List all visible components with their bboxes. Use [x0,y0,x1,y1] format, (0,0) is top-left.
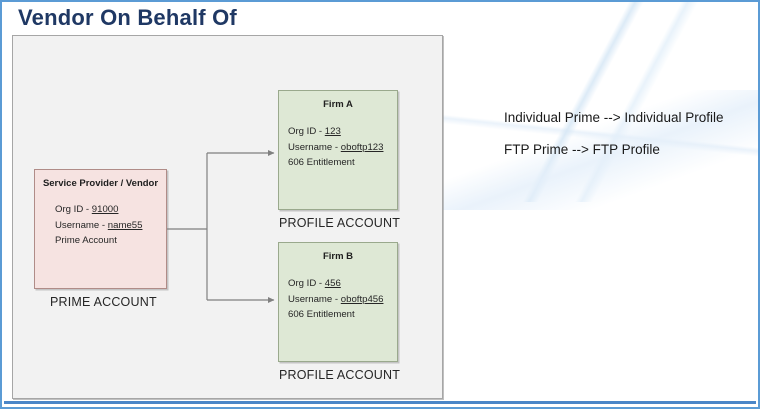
note-individual-mapping: Individual Prime --> Individual Profile [504,110,724,125]
prime-username-value: name55 [107,219,143,231]
background-watermark [428,2,758,202]
node-firm-a[interactable]: Firm A Org ID - 123 Username - oboftp123… [278,90,398,210]
prime-org-id-value: 91000 [91,204,119,215]
firm-b-entitlement-row: 606 Entitlement [288,309,355,320]
node-body-prime: Org ID - 91000 Username - name55 Prime A… [35,202,166,249]
node-body-firm-a: Org ID - 123 Username - oboftp123 606 En… [279,124,397,171]
node-service-provider-vendor[interactable]: Service Provider / Vendor Org ID - 91000… [34,169,167,289]
node-title-firm-b: Firm B [322,251,354,262]
firm-b-org-id-label: Org ID - [288,278,325,289]
firm-a-org-id-row: Org ID - 123 [288,124,397,140]
caption-profile-account-b: PROFILE ACCOUNT [279,368,401,382]
prime-org-id-label: Org ID - [55,204,92,215]
firm-a-username-row: Username - oboftp123 [288,140,397,156]
node-title-prime: Service Provider / Vendor [42,178,159,189]
prime-org-id-row: Org ID - 91000 [55,202,166,218]
firm-a-entitlement-row: 606 Entitlement [288,157,355,168]
prime-account-type-row: Prime Account [55,235,117,246]
node-title-firm-a: Firm A [323,99,353,110]
firm-a-username-label: Username - [288,141,341,153]
firm-b-username-row: Username - oboftp456 [288,292,397,308]
firm-b-org-id-row: Org ID - 456 [288,276,397,292]
prime-username-row: Username - name55 [55,218,166,234]
bottom-accent-rule [4,401,756,404]
firm-a-org-id-label: Org ID - [288,126,325,137]
firm-a-org-id-value: 123 [324,126,341,137]
firm-a-username-value: oboftp123 [340,141,384,153]
prime-username-label: Username - [55,219,108,231]
firm-b-username-value: oboftp456 [340,293,384,305]
caption-profile-account-a: PROFILE ACCOUNT [279,216,401,230]
firm-b-org-id-value: 456 [324,278,341,289]
page-title: Vendor On Behalf Of [18,5,237,30]
node-body-firm-b: Org ID - 456 Username - oboftp456 606 En… [279,276,397,323]
caption-prime-account: PRIME ACCOUNT [50,295,157,309]
firm-b-username-label: Username - [288,293,341,305]
note-ftp-mapping: FTP Prime --> FTP Profile [504,142,660,157]
node-firm-b[interactable]: Firm B Org ID - 456 Username - oboftp456… [278,242,398,362]
